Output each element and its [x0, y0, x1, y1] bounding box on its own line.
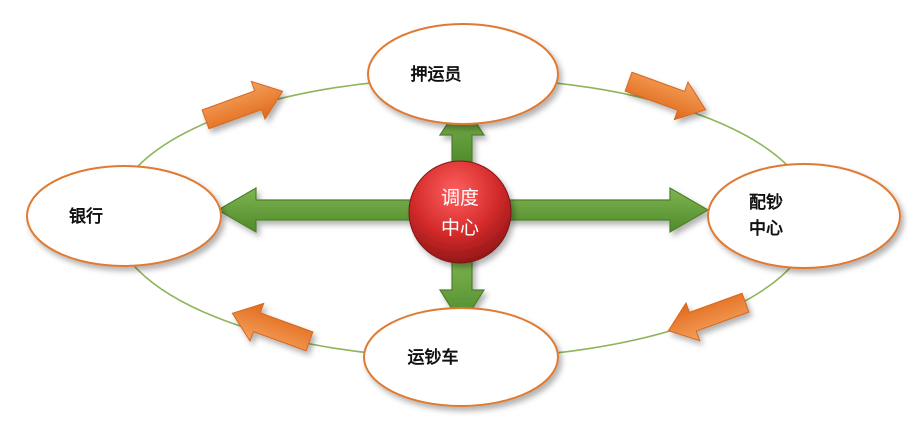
dispatch-center-label-line1: 调度 [441, 187, 479, 209]
cash-truck-node: 运钞车 [363, 307, 559, 407]
cash-center-node: 配钞 中心 [707, 163, 901, 269]
cash-center-label-line2: 中心 [749, 218, 783, 239]
cycle-arrow-bank-to-escort [201, 80, 284, 130]
cash-truck-label: 运钞车 [408, 347, 459, 368]
cycle-arrow-escort-to-cash-center [624, 71, 707, 121]
escort-label: 押运员 [411, 64, 462, 85]
hub-arrow-right [507, 186, 710, 234]
bank-node: 银行 [26, 165, 222, 267]
dispatch-center-label-line2: 中心 [441, 217, 479, 239]
cycle-arrow-truck-to-bank [231, 302, 314, 352]
dispatch-center-node: 调度 中心 [408, 160, 512, 264]
bank-label: 银行 [69, 206, 103, 227]
cash-center-label-line1: 配钞 [749, 192, 783, 213]
escort-node: 押运员 [367, 23, 559, 125]
hub-arrow-left [216, 186, 413, 234]
cycle-arrow-cash-center-to-truck [667, 292, 750, 342]
